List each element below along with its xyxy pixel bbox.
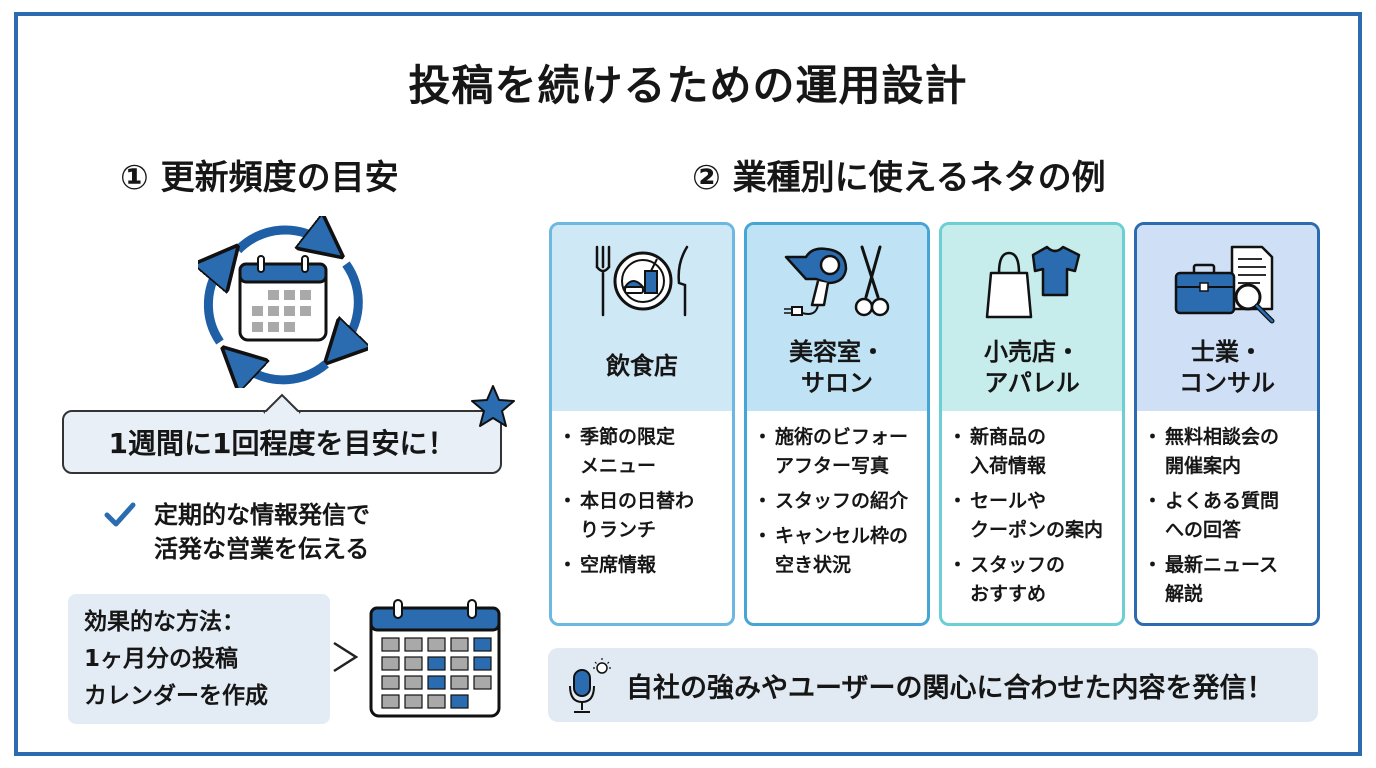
- list-item: スタッフの紹介: [753, 487, 919, 516]
- briefcase-document-icon: [1137, 243, 1317, 327]
- card-title: 飲食店: [606, 352, 678, 380]
- card-header: 小売店・ アパレル: [942, 225, 1122, 411]
- section1-heading: ① 更新頻度の目安: [120, 158, 399, 198]
- card-header: 飲食店: [552, 225, 732, 411]
- card-header: 士業・ コンサル: [1137, 225, 1317, 411]
- hair-dryer-scissors-icon: [747, 243, 927, 323]
- star-icon: [471, 385, 515, 427]
- card-title: 美容室・ サロン: [789, 338, 885, 397]
- microphone-lightbulb-icon: [569, 658, 611, 713]
- check-item: 定期的な情報発信で 活発な営業を伝える: [104, 498, 370, 566]
- dining-icon: [552, 243, 732, 319]
- card-header: 美容室・ サロン: [747, 225, 927, 411]
- shopping-bag-shirt-icon: [942, 243, 1122, 321]
- banner-text: 自社の強みやユーザーの関心に合わせた内容を発信！: [626, 672, 1274, 704]
- section2-heading: ② 業種別に使えるネタの例: [692, 158, 1106, 198]
- frequency-speech-bubble: 1週間に1回程度を目安に！: [62, 410, 502, 474]
- page-title: 投稿を続けるための運用設計: [408, 61, 968, 110]
- monthly-calendar-icon: [368, 598, 502, 724]
- message-banner: 自社の強みやユーザーの関心に合わせた内容を発信！: [548, 648, 1318, 722]
- chevron-right-icon: [333, 641, 359, 673]
- calendar-cycle-icon: [198, 216, 368, 392]
- checkmark-icon: [104, 502, 136, 527]
- speech-tail: [263, 393, 301, 414]
- card-title: 小売店・ アパレル: [984, 338, 1080, 397]
- list-item: 空席情報: [558, 551, 724, 580]
- check-text: 定期的な情報発信で 活発な営業を伝える: [154, 501, 370, 563]
- card-title: 士業・ コンサル: [1179, 338, 1275, 397]
- method-box: 効果的な方法： 1ヶ月分の投稿 カレンダーを作成: [68, 594, 330, 724]
